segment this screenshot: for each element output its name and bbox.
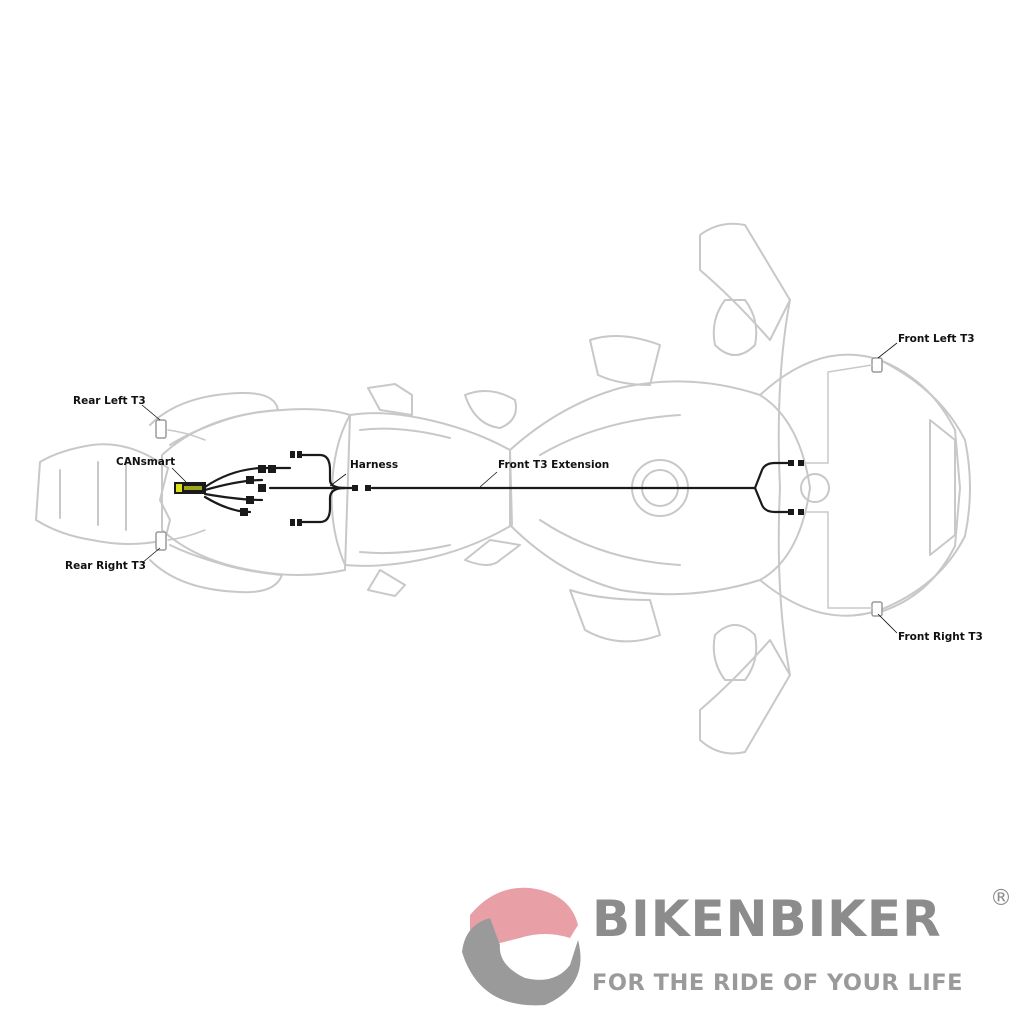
harness-wire-b: [203, 478, 264, 492]
label-rear-left-t3: Rear Left T3: [73, 395, 146, 407]
seat-inner: [359, 427, 451, 555]
harness-loop-bottom: [298, 486, 347, 524]
front-left-lead: [804, 364, 873, 464]
connector: [352, 485, 358, 491]
right-cylinder: [569, 589, 661, 643]
connector: [297, 451, 302, 458]
steering-head: [800, 473, 830, 503]
front-left-indicator: [871, 357, 883, 373]
brand-tagline: FOR THE RIDE OF YOUR LIFE: [592, 970, 963, 996]
connector: [240, 508, 248, 516]
tank-inner: [539, 414, 681, 566]
label-front-t3-extension: Front T3 Extension: [498, 459, 610, 471]
leader-rear-left: [141, 404, 161, 421]
handlebar: [777, 299, 791, 676]
connector: [297, 519, 302, 526]
leader-front-left: [877, 342, 898, 359]
right-grip: [699, 639, 791, 755]
connector: [290, 519, 295, 526]
right-mid: [464, 539, 521, 566]
cansmart-module-logo: [176, 484, 182, 492]
harness-wire-c: [203, 492, 264, 502]
rear-right-indicator: [155, 531, 167, 551]
front-split-top: [753, 461, 792, 490]
helmet-icon: [470, 887, 578, 945]
connector: [246, 496, 254, 504]
left-mid: [464, 390, 517, 429]
right-rail: [149, 544, 283, 594]
leader-harness: [329, 473, 347, 487]
connector: [798, 509, 804, 515]
headlight: [929, 419, 956, 556]
connector: [258, 465, 266, 473]
rear-rack: [35, 443, 171, 545]
registered-mark: ®: [990, 886, 1012, 911]
connectors: [240, 451, 804, 526]
leader-front-ext: [479, 471, 498, 488]
front-split-bottom: [753, 486, 792, 514]
connector: [246, 476, 254, 484]
rear-left-indicator: [155, 419, 167, 439]
brand-name: BIKENBIKER: [592, 890, 942, 948]
leader-cansmart: [171, 467, 187, 483]
wheel-icon: [462, 918, 581, 1006]
harness-loop-top: [298, 453, 347, 490]
left-peg: [367, 383, 413, 416]
left-grip: [699, 222, 791, 341]
connector: [788, 460, 794, 466]
front-right-lead: [804, 511, 873, 609]
rear-right-lead: [167, 529, 206, 541]
leader-lines: [141, 342, 898, 634]
leader-front-right: [877, 613, 898, 634]
connector: [798, 460, 804, 466]
connector: [258, 484, 266, 492]
leader-rear-right: [141, 547, 161, 564]
fuel-tank: [509, 380, 811, 596]
label-harness: Harness: [350, 459, 399, 471]
rear-left-lead: [167, 429, 206, 441]
right-mirror: [712, 624, 758, 681]
label-cansmart: CANsmart: [116, 456, 176, 468]
bikenbiker-logo-mark: [462, 887, 581, 1006]
tail: [161, 408, 351, 576]
cansmart-module-text: [184, 486, 202, 490]
connector: [788, 509, 794, 515]
windscreen: [879, 359, 961, 613]
front-cowl: [759, 353, 971, 617]
motorcycle-outline: [35, 222, 971, 755]
right-peg: [367, 569, 406, 597]
connector: [365, 485, 371, 491]
left-mirror: [712, 299, 758, 356]
front-right-indicator: [871, 601, 883, 617]
left-cylinder: [589, 335, 661, 386]
left-rail: [149, 391, 279, 446]
label-front-right-t3: Front Right T3: [898, 631, 983, 643]
label-rear-right-t3: Rear Right T3: [65, 560, 146, 572]
connector: [290, 451, 295, 458]
seat: [330, 412, 513, 567]
rear-rack-inner: [59, 457, 127, 531]
connector: [268, 465, 276, 473]
label-front-left-t3: Front Left T3: [898, 333, 975, 345]
